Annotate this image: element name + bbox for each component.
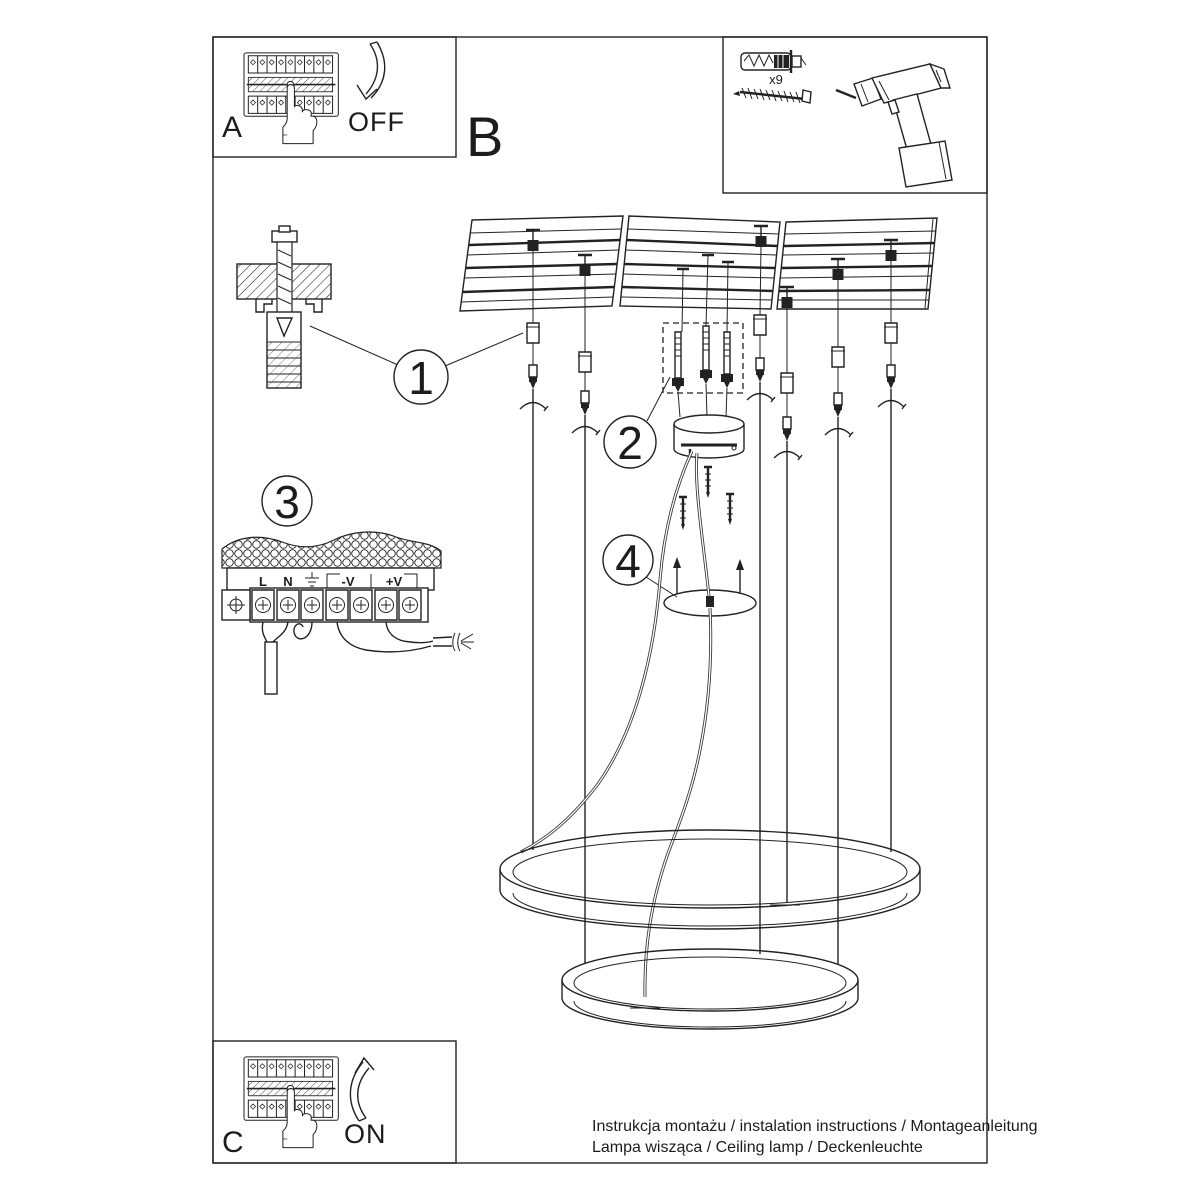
sheet-frame	[212, 36, 988, 1164]
terminal-positive-label: +V	[386, 574, 403, 589]
screw-icon	[733, 87, 812, 104]
callout-3-circle	[261, 475, 313, 527]
section-b-label: B	[466, 105, 503, 168]
panel-a-label: A	[222, 111, 242, 144]
callout-1-circle	[393, 349, 449, 405]
cover-screws	[679, 465, 734, 530]
tools-box	[722, 36, 988, 194]
panel-a-action: OFF	[348, 107, 405, 137]
ceiling-panel-1	[459, 215, 624, 312]
driver-wires	[261, 621, 474, 695]
tools-content: x9	[733, 50, 953, 188]
wire-gripper	[526, 314, 898, 441]
up-arrows	[673, 557, 744, 594]
title-block: Instrukcja montażu / instalation instruc…	[592, 1118, 1038, 1156]
arrow-up-icon	[349, 1056, 375, 1122]
callout-2-circle	[603, 415, 657, 469]
panel-c: C ON	[222, 1056, 387, 1159]
callout-2-number: 2	[617, 417, 643, 469]
footer-line-2: Lampa wisząca / Ceiling lamp / Deckenleu…	[592, 1139, 923, 1156]
terminal-negative-label: -V	[342, 574, 355, 589]
footer-line-1: Instrukcja montażu / instalation instruc…	[592, 1118, 1038, 1135]
callout-4-circle	[602, 534, 654, 586]
suspension-wires	[519, 246, 907, 965]
anchor-section-detail	[236, 225, 332, 389]
callout-3: 3	[261, 475, 313, 528]
driver-wiring: 3 L N -V +V	[221, 475, 474, 695]
ceiling-cover: 4	[602, 534, 757, 617]
callout-1-number: 1	[408, 352, 434, 404]
panel-c-box	[212, 1040, 457, 1164]
large-ring	[499, 829, 921, 930]
ceiling-panel-2	[619, 215, 781, 310]
callout-3-number: 3	[274, 476, 300, 528]
anchor-quantity: x9	[769, 72, 783, 87]
driver-vent-grid	[221, 531, 442, 569]
ceiling-anchor	[526, 224, 898, 308]
canopy	[673, 414, 745, 459]
ceiling-panel-3	[776, 217, 938, 310]
panel-a: A OFF	[222, 41, 405, 144]
dashed-detail-box	[662, 322, 744, 394]
arrow-down-icon	[356, 41, 386, 101]
panel-c-action: ON	[344, 1119, 387, 1149]
small-ring	[561, 948, 859, 1030]
callout-4: 4	[602, 534, 678, 598]
terminal-live-label: L	[259, 574, 267, 589]
terminal-neutral-label: N	[283, 574, 292, 589]
mounting-hole-crosshair	[227, 596, 245, 614]
callout-4-number: 4	[615, 535, 641, 587]
panel-c-label: C	[222, 1126, 244, 1159]
mounting-screws	[672, 325, 733, 392]
wall-plug-icon	[740, 50, 807, 73]
earth-icon	[305, 572, 319, 587]
drill-icon	[835, 62, 953, 188]
terminal-screws	[251, 589, 422, 621]
callout-2: 2	[603, 376, 671, 469]
panel-a-box	[212, 36, 457, 158]
pendant-rings	[499, 829, 921, 1030]
callout-1: 1	[309, 325, 524, 405]
ceiling-panels	[459, 215, 938, 312]
canopy-mounting: 2	[603, 254, 744, 469]
